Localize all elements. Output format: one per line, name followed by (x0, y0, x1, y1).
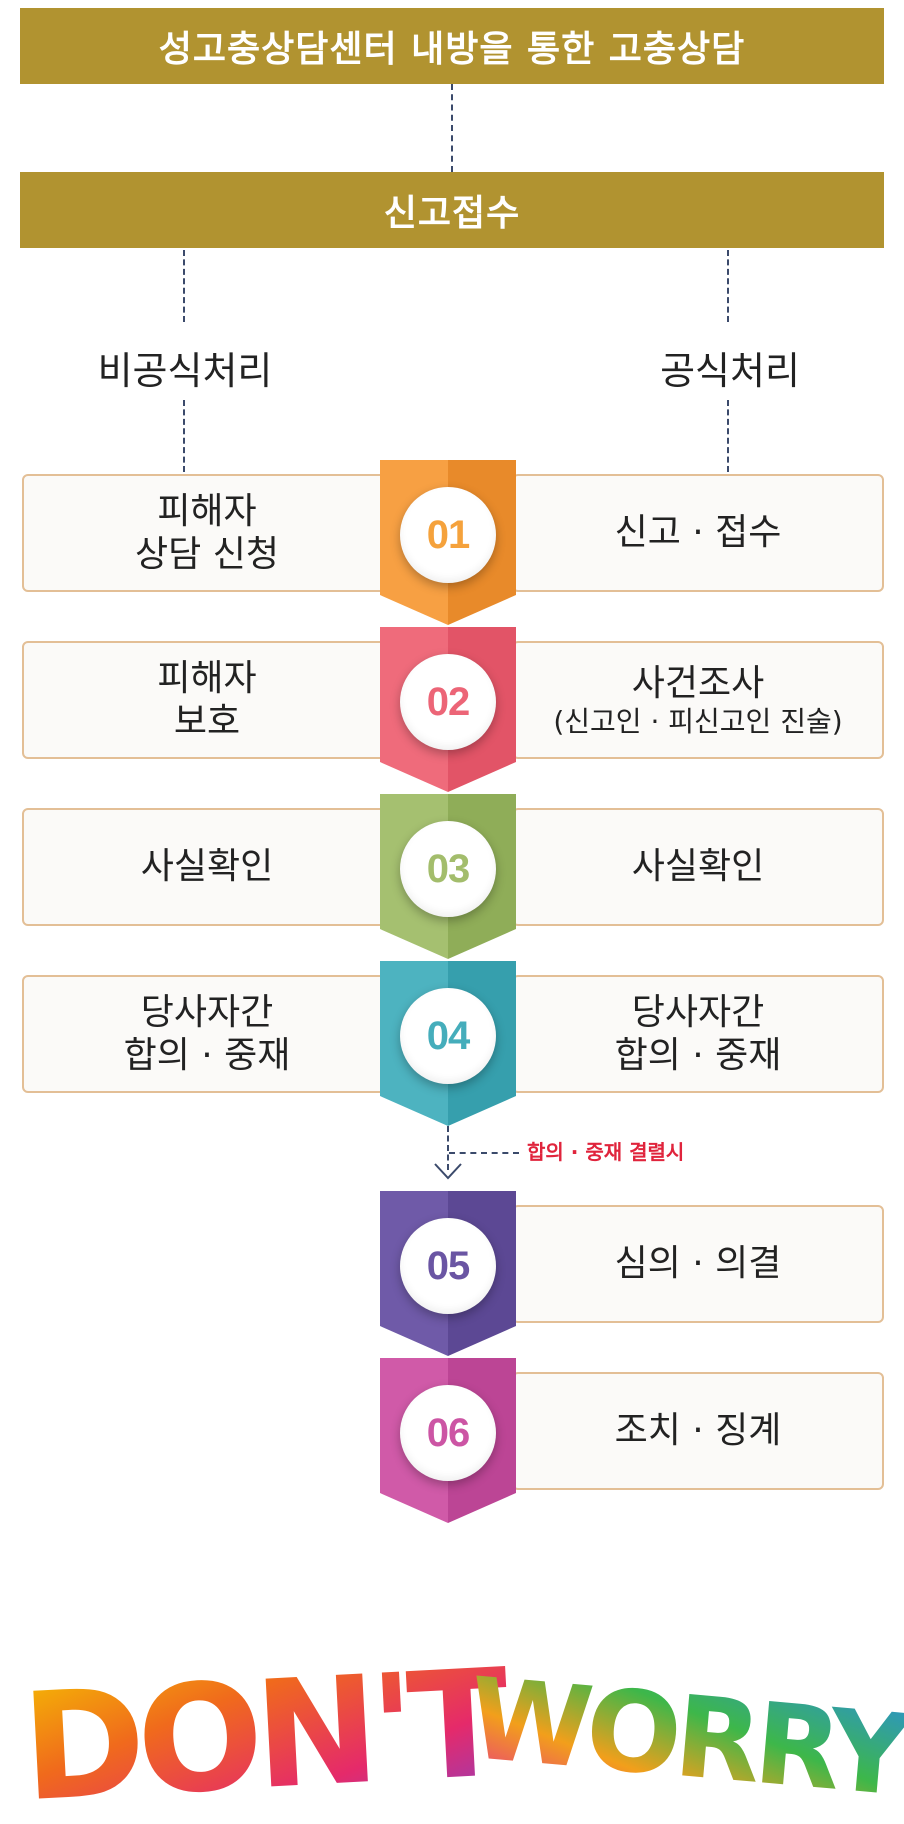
step-number: 06 (400, 1385, 496, 1481)
step-number: 02 (400, 654, 496, 750)
informal-branch-label: 비공식처리 (97, 349, 273, 393)
step-03-formal-box: 사실확인 (512, 808, 884, 926)
step-04-badge: 04 (380, 961, 516, 1126)
box-subline: (신고인 · 피신고인 진술) (553, 704, 843, 738)
step-number: 01 (400, 487, 496, 583)
box-line: 합의 · 중재 (123, 1035, 291, 1076)
box-line: 사실확인 (631, 846, 765, 888)
step-01-formal-box: 신고 · 접수 (512, 474, 884, 592)
step-number: 04 (400, 988, 496, 1084)
box-line: 사건조사 (631, 662, 765, 704)
arrow-down-icon (434, 1163, 462, 1180)
box-line: 당사자간 (631, 991, 765, 1033)
step-06-badge: 06 (380, 1358, 516, 1523)
step-number: 03 (400, 821, 496, 917)
connector-line (183, 250, 185, 322)
step-05-badge: 05 (380, 1191, 516, 1356)
step-04-informal-box: 당사자간 합의 · 중재 (22, 975, 392, 1093)
box-line: 심의 · 의결 (614, 1243, 782, 1285)
step-03-badge: 03 (380, 794, 516, 959)
box-line: 당사자간 (140, 991, 274, 1033)
dont-word: DON'T (18, 1637, 513, 1824)
box-line: 피해자 (157, 657, 257, 699)
intake-bar: 신고접수 (20, 172, 884, 248)
connector-line (447, 1126, 449, 1170)
connector-line (449, 1152, 519, 1154)
box-line: 합의 · 중재 (614, 1035, 782, 1076)
box-line: 보호 (173, 701, 241, 742)
mediation-failure-note: 합의 · 중재 결렬시 (527, 1140, 685, 1164)
formal-branch-label: 공식처리 (660, 349, 800, 393)
step-04-formal-box: 당사자간 합의 · 중재 (512, 975, 884, 1093)
header-title: 성고충상담센터 내방을 통한 고충상담 (20, 8, 884, 84)
box-line: 상담 신청 (135, 534, 279, 575)
step-01-informal-box: 피해자 상담 신청 (22, 474, 392, 592)
step-06-formal-box: 조치 · 징계 (512, 1372, 884, 1490)
step-number: 05 (400, 1218, 496, 1314)
step-01-badge: 01 (380, 460, 516, 625)
step-02-informal-box: 피해자 보호 (22, 641, 392, 759)
box-line: 피해자 (157, 490, 257, 532)
connector-line (727, 250, 729, 322)
dont-worry-artwork: DON'T WORRY (18, 1637, 904, 1824)
step-05-formal-box: 심의 · 의결 (512, 1205, 884, 1323)
connector-line (183, 400, 185, 472)
box-line: 조치 · 징계 (614, 1410, 782, 1452)
step-03-informal-box: 사실확인 (22, 808, 392, 926)
connector-line (451, 84, 453, 172)
connector-line (727, 400, 729, 472)
box-line: 사실확인 (140, 846, 274, 888)
step-02-badge: 02 (380, 627, 516, 792)
worry-word: WORRY (464, 1654, 904, 1822)
step-02-formal-box: 사건조사 (신고인 · 피신고인 진술) (512, 641, 884, 759)
box-line: 신고 · 접수 (614, 512, 782, 554)
